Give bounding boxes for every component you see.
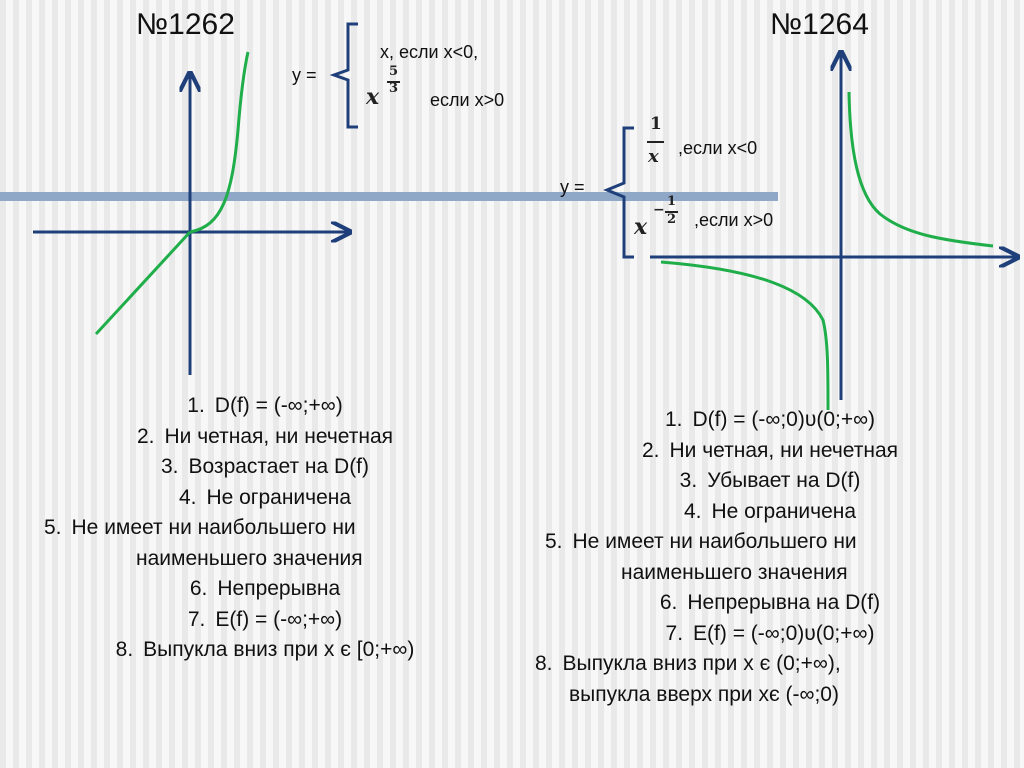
list-item: 8. Выпукла вниз при x є (0;+∞), выпукла вв… xyxy=(525,649,1015,710)
power-term: x 5 3 xyxy=(366,64,406,110)
list-item: 8. Выпукла вниз при x є [0;+∞) xyxy=(30,635,500,666)
item-number: 4. xyxy=(683,499,702,523)
item-number: 3. xyxy=(679,469,698,492)
formula-lhs: y = xyxy=(292,65,317,85)
curve-negative-branch xyxy=(660,260,830,411)
curve-linear-part xyxy=(94,230,192,336)
fraction-numerator: 1 xyxy=(650,114,662,134)
reciprocal-term: 1 x xyxy=(646,114,668,176)
item-number: 2. xyxy=(136,424,155,448)
item-text: Ни четная, ни нечетная xyxy=(669,438,899,462)
item-text: Выпукла вниз при x є (0;+∞), xyxy=(562,652,841,675)
properties-list-1264: 1. D(f) = (-∞;0)υ(0;+∞) 2. Ни четная, ни н… xyxy=(525,405,1015,710)
item-number: 1. xyxy=(187,394,205,417)
item-number: 3. xyxy=(160,455,179,478)
list-item: 6. Непрерывна xyxy=(30,574,500,605)
list-item: 2. Ни четная, ни нечетная xyxy=(30,422,500,453)
item-number: 5. xyxy=(545,530,563,553)
item-text: Не имеет ни наибольшего ни xyxy=(71,516,356,539)
list-item: 4. Не ограничена xyxy=(30,483,500,514)
item-number: 4. xyxy=(178,485,197,509)
curve-positive-branch xyxy=(847,91,994,248)
item-number: 8. xyxy=(115,638,134,661)
item-text: E(f) = (-∞;+∞) xyxy=(215,607,343,631)
item-number: 7. xyxy=(665,621,684,645)
formula-case-1: x, если x<0, xyxy=(380,42,479,62)
decorative-band xyxy=(0,192,778,201)
item-text: Убывает на D(f) xyxy=(707,469,861,492)
list-item: 1. D(f) = (-∞;+∞) xyxy=(30,391,500,422)
item-number: 6. xyxy=(659,591,678,614)
item-text: D(f) = (-∞;+∞) xyxy=(214,394,343,417)
item-text: Выпукла вниз при x є [0;+∞) xyxy=(143,638,415,661)
item-text: Возрастает на D(f) xyxy=(188,455,370,478)
item-text: D(f) = (-∞;0)υ(0;+∞) xyxy=(692,408,876,431)
item-number: 8. xyxy=(535,652,553,675)
exponent-numerator: 5 xyxy=(389,64,399,79)
item-text: Непрерывна на D(f) xyxy=(687,591,881,614)
item-number: 6. xyxy=(189,577,208,600)
list-item: 7. E(f) = (-∞;+∞) xyxy=(30,605,500,636)
list-item: 1. D(f) = (-∞;0)υ(0;+∞) xyxy=(525,405,1015,436)
exponent-numerator: 1 xyxy=(667,194,677,209)
list-item: 3. Возрастает на D(f) xyxy=(30,452,500,483)
formula-case-2-condition: ,если x>0 xyxy=(694,210,774,230)
list-item: 7. E(f) = (-∞;0)υ(0;+∞) xyxy=(525,619,1015,650)
list-item: 2. Ни четная, ни нечетная xyxy=(525,436,1015,467)
brace-left xyxy=(329,22,358,129)
fraction-bar xyxy=(665,211,678,213)
item-text: E(f) = (-∞;0)υ(0;+∞) xyxy=(693,621,875,645)
graph-1262 xyxy=(33,51,350,375)
item-text: Непрерывна xyxy=(217,577,341,600)
graph-1264 xyxy=(650,52,1018,411)
item-text: Не имеет ни наибольшего ни xyxy=(572,530,857,553)
item-number: 2. xyxy=(641,438,660,462)
list-item: 4. Не ограничена xyxy=(525,497,1015,528)
item-text-continuation: выпукла вверх при xє (-∞;0) xyxy=(569,682,839,706)
fraction-denominator: x xyxy=(648,146,659,167)
item-text-continuation: наименьшего значения xyxy=(621,560,848,584)
item-text-continuation: наименьшего значения xyxy=(136,546,363,570)
problem-number-1262: №1262 xyxy=(136,8,235,41)
list-item: 6. Непрерывна на D(f) xyxy=(525,588,1015,619)
item-text: Ни четная, ни нечетная xyxy=(164,424,394,448)
problem-number-1264: №1264 xyxy=(770,8,869,41)
curve-power-part xyxy=(189,51,250,234)
list-item: 5. Не имеет ни наибольшего ни наименьшего … xyxy=(30,513,500,574)
formula-case-2-condition: если x>0 xyxy=(430,90,505,110)
properties-list-1262: 1. D(f) = (-∞;+∞) 2. Ни четная, ни нечетна… xyxy=(30,391,500,666)
formula-lhs: y = xyxy=(560,177,585,197)
formula-case-1-condition: ,если x<0 xyxy=(678,138,758,158)
list-item: 5. Не имеет ни наибольшего ни наименьшего … xyxy=(525,527,1015,588)
list-item: 3. Убывает на D(f) xyxy=(525,466,1015,497)
exponent-sign: − xyxy=(653,202,665,218)
item-number: 7. xyxy=(187,607,206,631)
fraction-bar xyxy=(647,141,664,143)
item-number: 5. xyxy=(44,516,62,539)
item-number: 1. xyxy=(664,408,683,431)
power-term: x − 1 2 xyxy=(634,194,684,240)
item-text: Не ограничена xyxy=(711,499,857,523)
exponent-denominator: 2 xyxy=(667,212,677,227)
power-base: x xyxy=(366,84,380,110)
exponent-denominator: 3 xyxy=(389,81,399,96)
brace-right xyxy=(603,126,634,259)
fraction-bar xyxy=(387,81,400,83)
item-text: Не ограничена xyxy=(206,485,352,509)
power-base: x xyxy=(634,214,648,240)
